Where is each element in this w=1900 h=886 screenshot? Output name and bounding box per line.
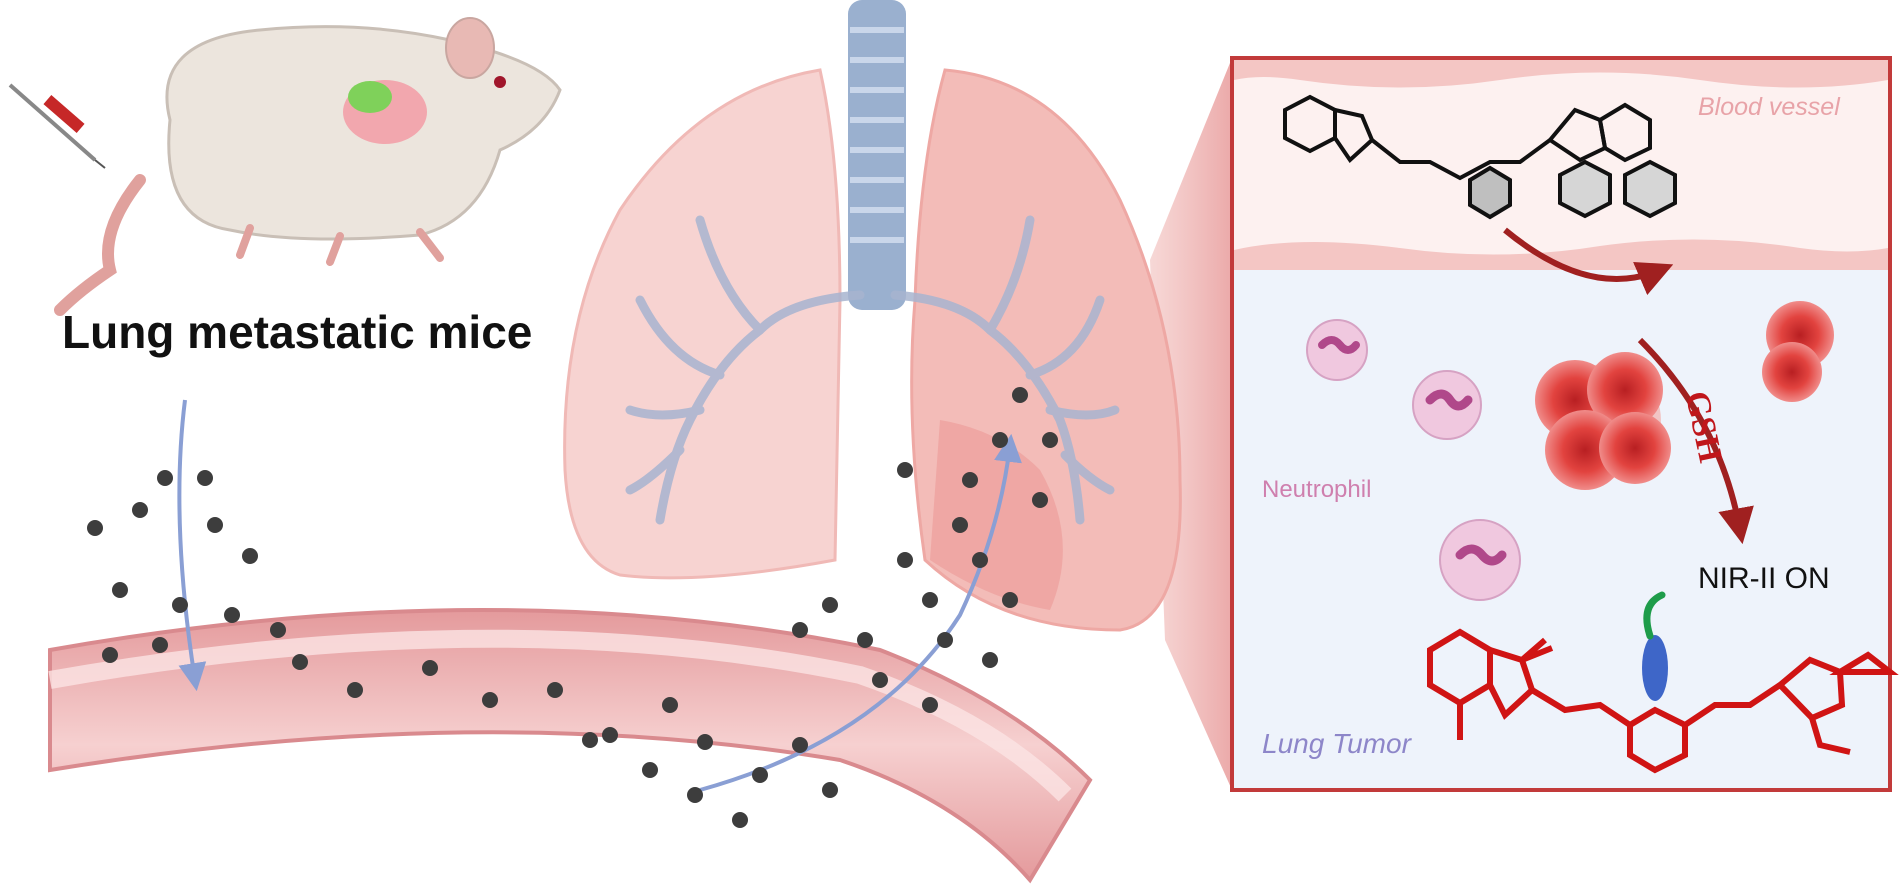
neutrophil-icon	[1306, 319, 1521, 601]
zoom-wedge	[1150, 58, 1232, 790]
gsh-group-green	[1643, 591, 1666, 640]
gsh-arrow	[1503, 227, 1674, 296]
blood-vessel-label: Blood vessel	[1698, 93, 1840, 121]
mouse-icon	[54, 17, 562, 316]
gsh-arrow-curve	[1637, 337, 1754, 545]
molecule-icon	[1283, 94, 1677, 220]
neutrophil-label: Neutrophil	[1262, 476, 1372, 503]
lung-tumor-label: Lung Tumor	[1262, 728, 1411, 759]
lungs-icon	[563, 0, 1182, 632]
syringe-icon	[8, 83, 106, 169]
nir-on-label: NIR-II ON	[1698, 562, 1830, 595]
nir-probe-molecule	[1427, 628, 1899, 774]
gsh-group-blue	[1642, 635, 1668, 701]
trachea-rings	[850, 27, 904, 243]
blood-vessel-band	[48, 608, 1093, 884]
tumor-cell-icon	[1535, 301, 1834, 490]
mice-label: Lung metastatic mice	[62, 306, 533, 358]
bronchi	[625, 215, 1120, 525]
arrow-to-vessel	[177, 399, 207, 692]
probe-dots	[87, 387, 1058, 828]
